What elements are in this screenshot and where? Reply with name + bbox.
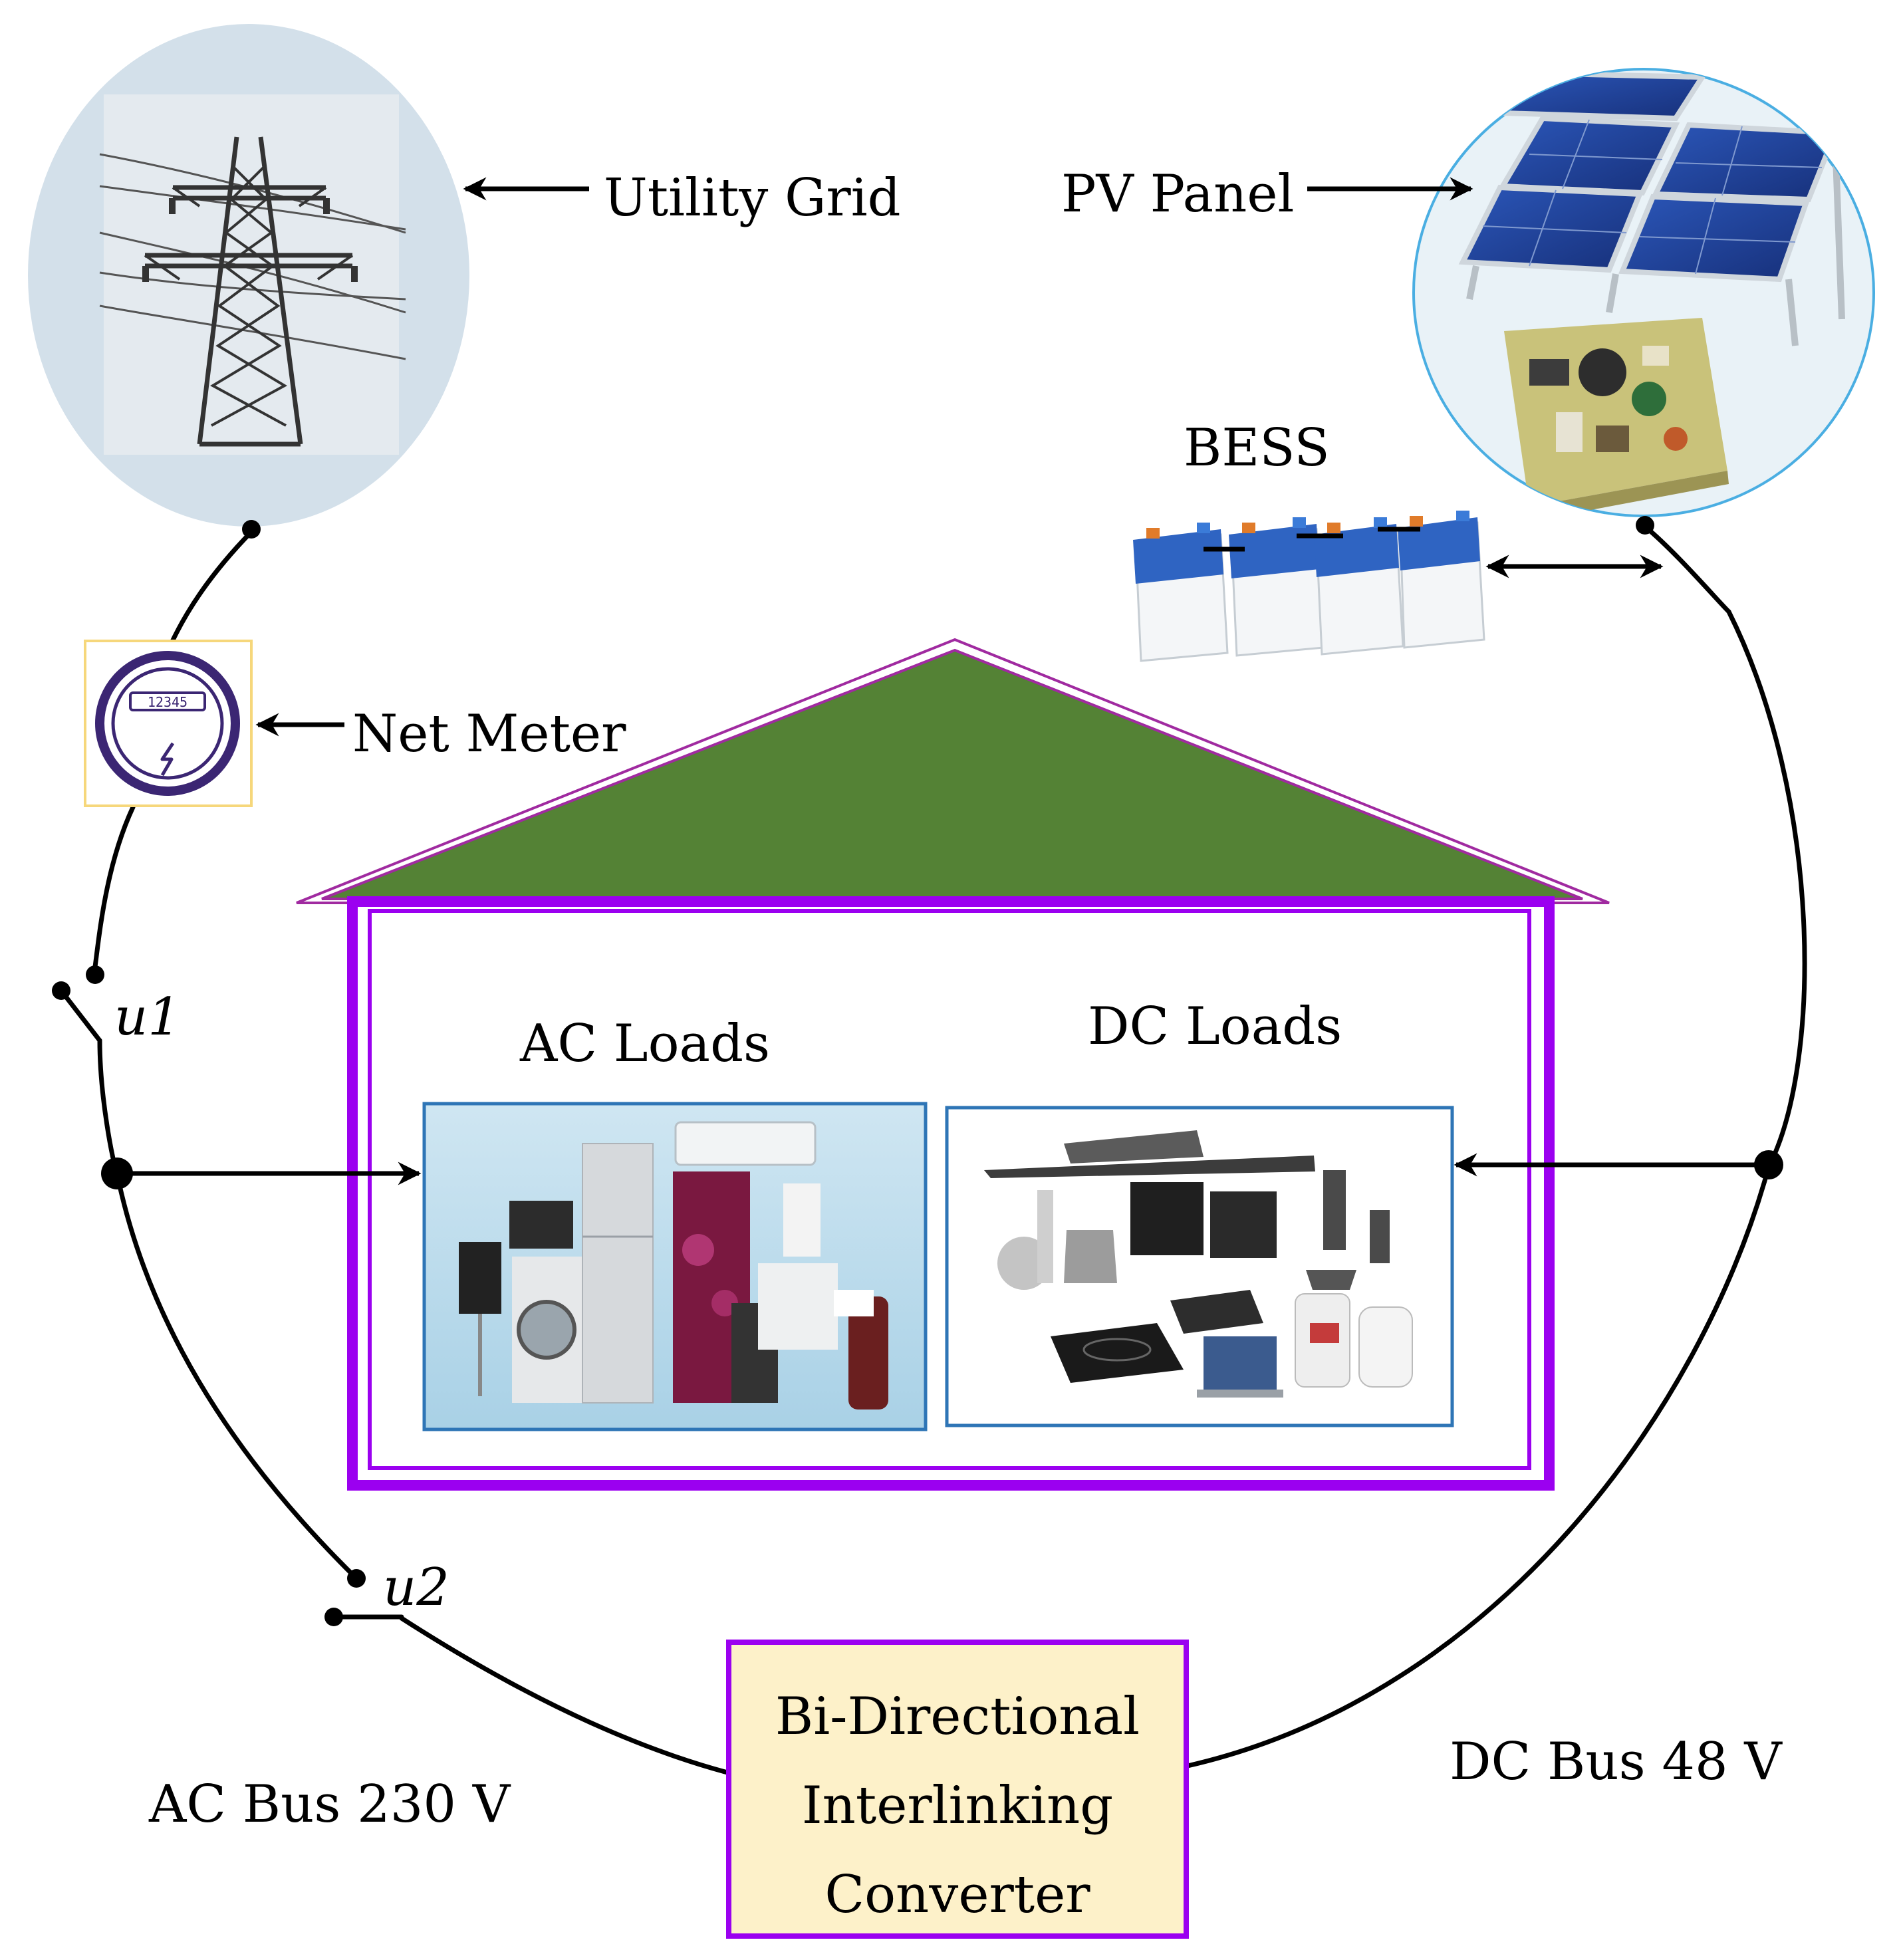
- utility-grid-label: Utility Grid: [604, 168, 901, 228]
- dc-bus-wire: [1185, 524, 1807, 1769]
- pv-panel-label: PV Panel: [1061, 164, 1294, 224]
- bess-batteries: [1133, 511, 1485, 662]
- kitchen-appliances-icon: [984, 1130, 1413, 1398]
- transmission-tower-icon: [99, 94, 406, 455]
- dc-loads-label: DC Loads: [1088, 997, 1342, 1056]
- switch-u2: [324, 1569, 404, 1626]
- bess-label: BESS: [1184, 418, 1330, 478]
- net-meter-label: Net Meter: [352, 704, 626, 764]
- converter-box: [726, 1640, 1189, 1939]
- utility-grid: [28, 24, 469, 539]
- battery-icon: [1133, 523, 1229, 662]
- converter-label-line3: Converter: [825, 1865, 1090, 1925]
- converter-label-line2: Interlinking: [802, 1776, 1113, 1836]
- ac-loads-label: AC Loads: [519, 1014, 770, 1074]
- electric-meter-icon: 12345: [95, 651, 240, 796]
- switch-u2-label: u2: [383, 1558, 449, 1618]
- battery-icon: [1229, 517, 1325, 657]
- dc-loads-box: [945, 1106, 1454, 1427]
- net-meter: 12345: [84, 640, 253, 807]
- battery-icon: [1398, 511, 1485, 649]
- ac-loads-box: [422, 1102, 928, 1431]
- converter-label-line1: Bi-Directional: [775, 1687, 1140, 1747]
- switch-u1-label: u1: [114, 987, 181, 1047]
- switch-u1: [52, 965, 104, 1043]
- ac-bus-label: AC Bus 230 V: [148, 1775, 511, 1834]
- interlinking-converter: Bi-Directional Interlinking Converter: [726, 1640, 1189, 1939]
- appliances-icon: [459, 1121, 888, 1409]
- house-frame-inner: [368, 909, 1531, 1470]
- meter-readout: 12345: [148, 694, 188, 710]
- solar-panel-icon: [1458, 70, 1845, 346]
- grid-terminal: [242, 520, 261, 539]
- pv-panel: [1412, 68, 1875, 535]
- dc-bus-label: DC Bus 48 V: [1450, 1732, 1783, 1792]
- meter-frame: [84, 640, 253, 807]
- battery-links: [1204, 527, 1420, 552]
- pv-terminal: [1636, 516, 1654, 535]
- roof: [321, 648, 1583, 900]
